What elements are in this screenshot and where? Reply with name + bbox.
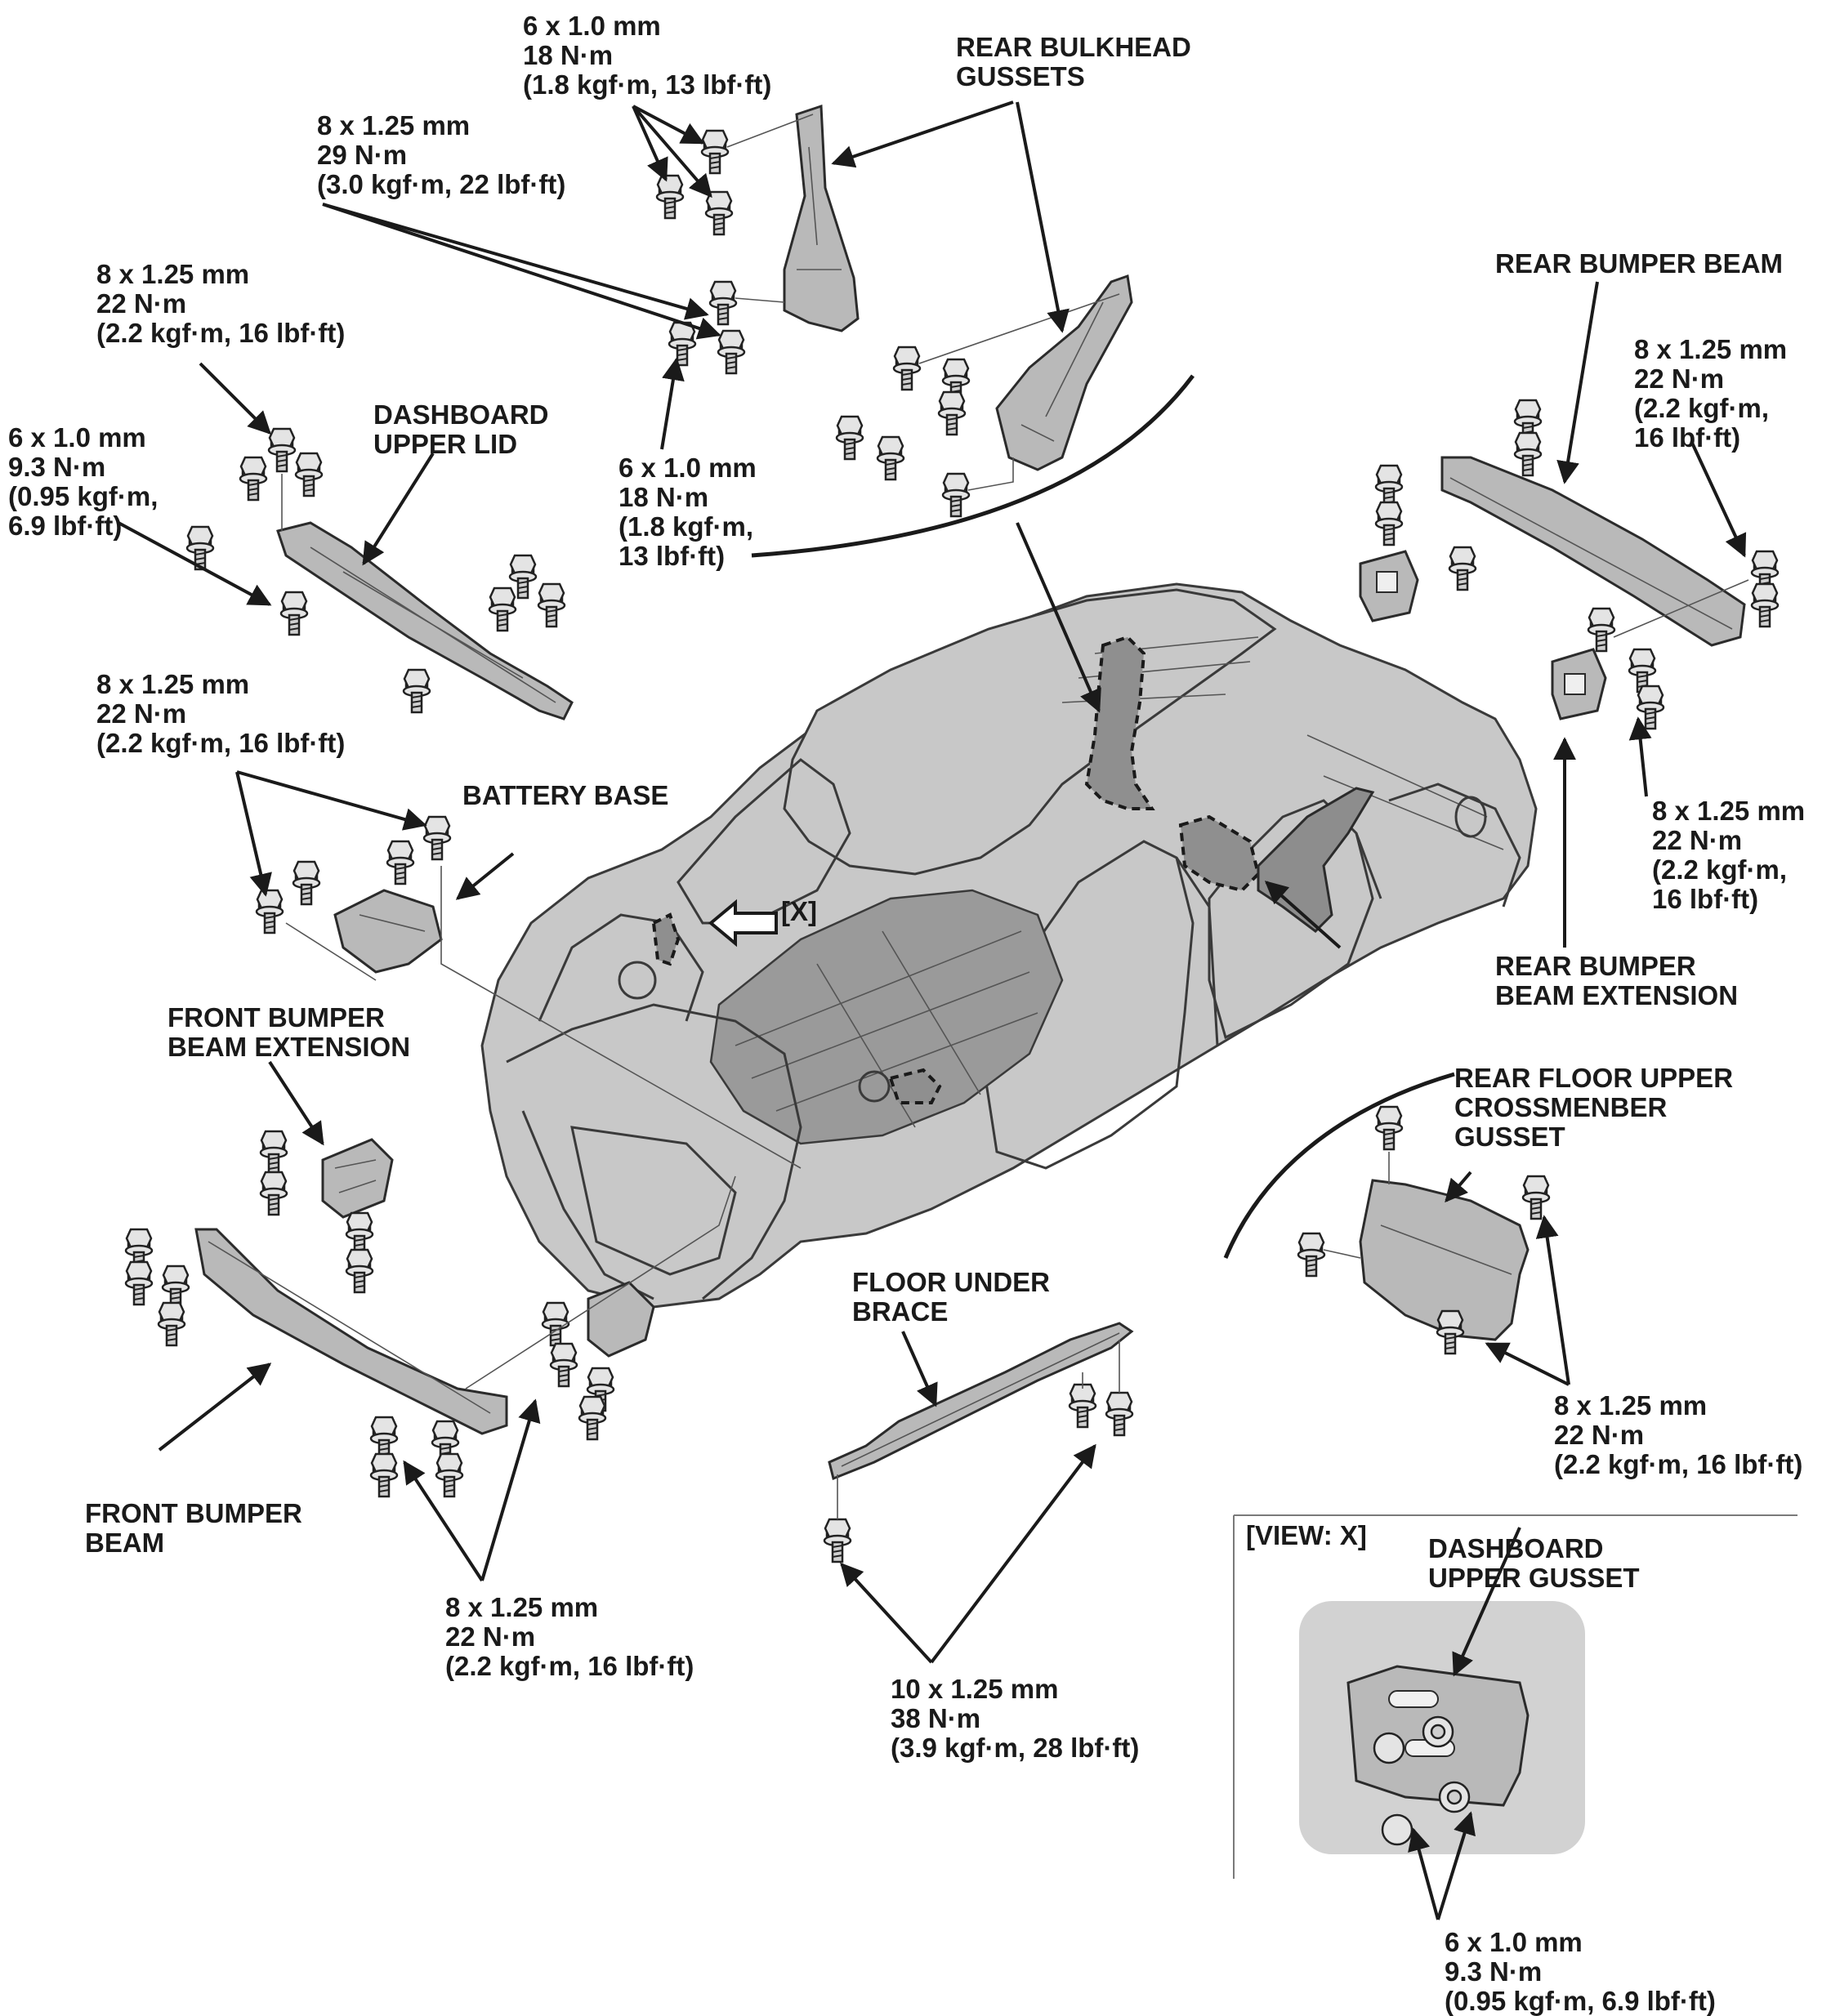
pillar-lines (1175, 832, 1382, 1046)
rear-bulkhead-gusset-right (995, 274, 1133, 471)
battery-base-label: BATTERY BASE (462, 780, 669, 810)
rear-floor-gusset-part (1359, 1179, 1530, 1341)
battery-base-part (333, 889, 443, 974)
view-x-marker: [X] (781, 896, 817, 926)
front-extension-right-part (587, 1281, 655, 1358)
rear-bumper-ext-left-part (1359, 550, 1419, 622)
floor-under-brace-part (828, 1322, 1134, 1481)
car-body (480, 582, 1538, 1309)
front-bumper-guide (465, 1175, 736, 1389)
leader-arrows (118, 100, 1747, 1920)
rear-bulkhead-gusset-left (783, 104, 860, 332)
view-x-title: [VIEW: X] (1246, 1520, 1367, 1550)
front-bumper-beam-extension-part (321, 1138, 394, 1219)
rear-bumper-guide (1613, 579, 1749, 638)
rear-bumper-beam-label: REAR BUMPER BEAM (1495, 248, 1784, 279)
battery-guide (285, 866, 802, 1169)
view-x-frame (1233, 1514, 1798, 1879)
rear-bulkhead-guide-lines (726, 114, 1120, 491)
rear-bumper-ext-right-part (1551, 648, 1607, 720)
view-x-arrow (708, 899, 778, 948)
rear-floor-callout-arc (1223, 1072, 1455, 1259)
rear-floor-guide (1323, 1152, 1390, 1259)
rear-bulkhead-callout-arc (751, 374, 1195, 558)
front-bumper-beam-part (194, 1228, 508, 1435)
floor-brace-guide (837, 1340, 1120, 1519)
rear-bumper-beam-part (1440, 456, 1746, 647)
